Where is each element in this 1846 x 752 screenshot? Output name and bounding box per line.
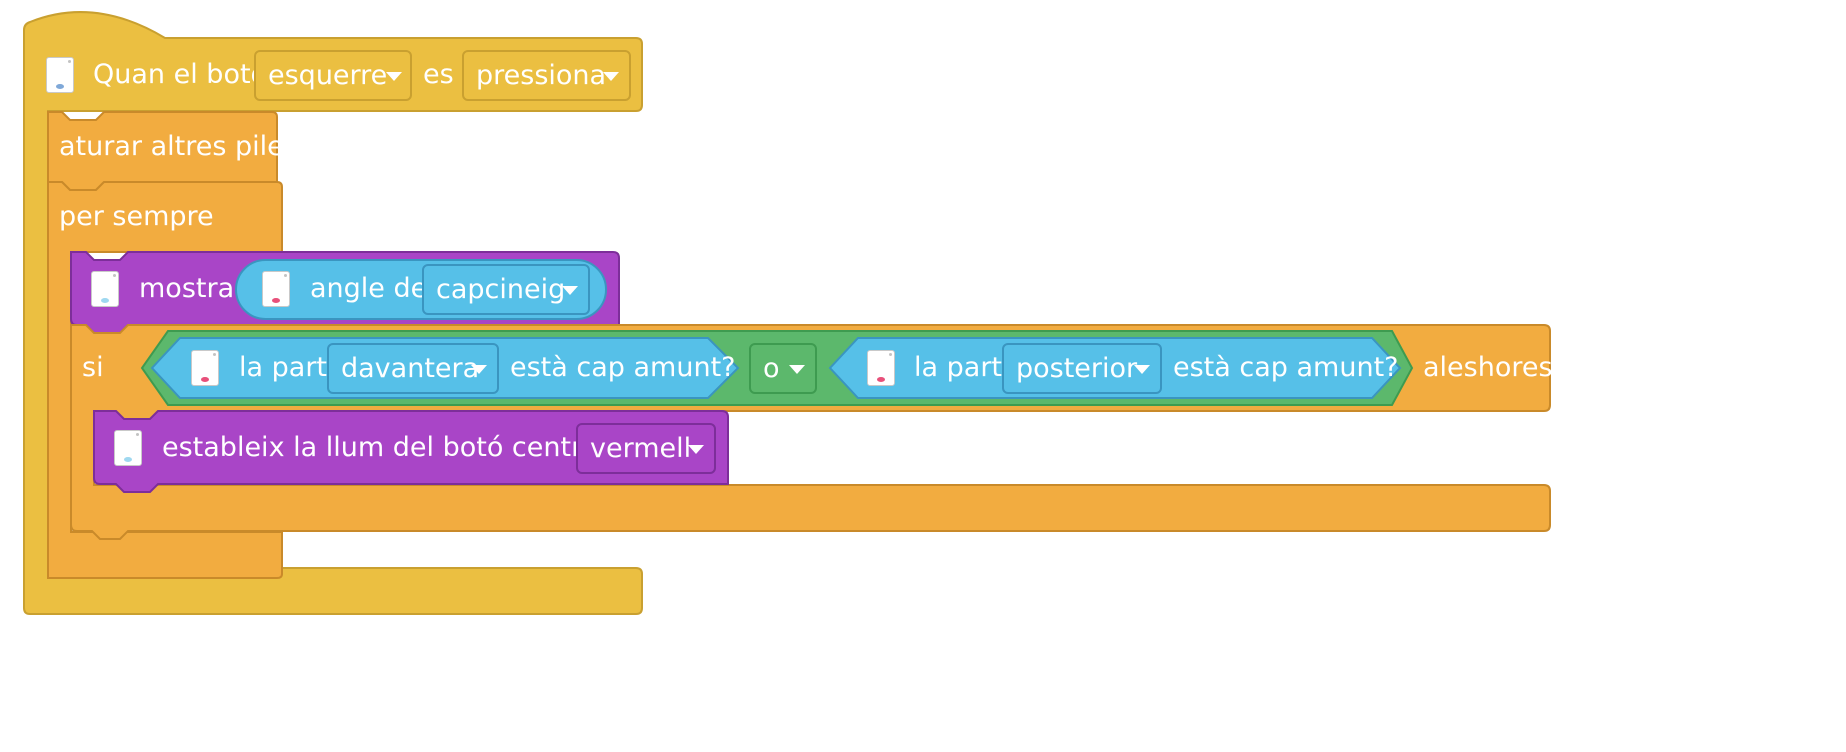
chevron-down-icon xyxy=(688,445,704,454)
right-condition-label: la part xyxy=(914,352,1003,383)
chevron-down-icon xyxy=(386,72,402,81)
hat-label-mid: es xyxy=(423,59,454,90)
chevron-down-icon xyxy=(603,72,619,81)
hub-icon xyxy=(46,57,74,93)
left-side-dropdown-value: davantera xyxy=(341,353,480,384)
hub-icon xyxy=(867,350,895,386)
left-condition-label-after: està cap amunt? xyxy=(510,352,736,383)
chevron-down-icon xyxy=(1134,365,1150,374)
left-condition-label: la part xyxy=(239,352,328,383)
chevron-down-icon xyxy=(789,365,805,374)
hub-icon xyxy=(191,350,219,386)
light-block-label: estableix la llum del botó central a xyxy=(162,432,632,463)
right-condition-label-after: està cap amunt? xyxy=(1173,352,1399,383)
chevron-down-icon xyxy=(562,286,578,295)
angle-reporter-label: angle de xyxy=(310,273,428,304)
stop-block-label: aturar altres piles xyxy=(59,131,298,162)
hub-icon xyxy=(114,430,142,466)
then-label: aleshores xyxy=(1423,352,1553,383)
operator-dropdown-value: o xyxy=(763,353,780,384)
state-dropdown[interactable]: pressiona xyxy=(462,50,631,101)
state-dropdown-value: pressiona xyxy=(476,60,607,91)
right-side-dropdown-value: posterior xyxy=(1016,353,1138,384)
show-block-label: mostra xyxy=(139,273,235,304)
operator-dropdown[interactable]: o xyxy=(749,343,817,394)
color-dropdown-value: vermell xyxy=(590,433,692,464)
right-side-dropdown[interactable]: posterior xyxy=(1002,343,1162,394)
chevron-down-icon xyxy=(471,365,487,374)
hub-icon xyxy=(91,271,119,307)
color-dropdown[interactable]: vermell xyxy=(576,423,716,474)
hat-label: Quan el botó xyxy=(93,59,268,90)
button-dropdown[interactable]: esquerre xyxy=(254,50,412,101)
forever-block-label: per sempre xyxy=(59,201,214,232)
button-dropdown-value: esquerre xyxy=(268,60,388,91)
axis-dropdown[interactable]: capcineig xyxy=(422,264,590,315)
axis-dropdown-value: capcineig xyxy=(436,274,566,305)
if-label: si xyxy=(82,352,104,383)
left-side-dropdown[interactable]: davantera xyxy=(327,343,499,394)
hub-icon xyxy=(262,271,290,307)
